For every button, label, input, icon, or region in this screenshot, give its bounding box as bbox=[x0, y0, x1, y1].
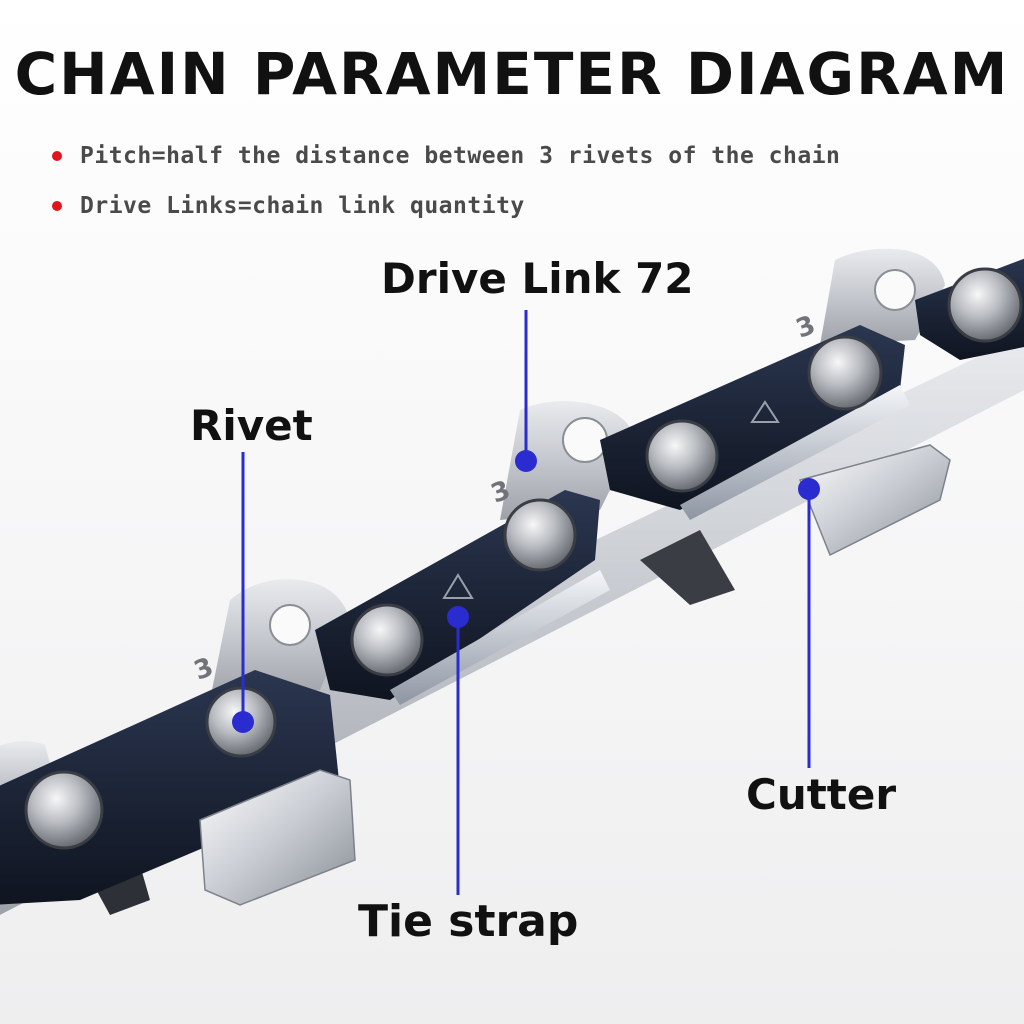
drive-link-plates bbox=[0, 248, 945, 818]
bullet-drive-links: Drive Links=chain link quantity bbox=[52, 193, 525, 219]
label-cutter: Cutter bbox=[746, 770, 897, 819]
bullet-dot bbox=[52, 201, 62, 211]
callout-dot-cutter bbox=[798, 478, 820, 500]
callout-dot-tie-strap bbox=[447, 606, 469, 628]
callout-dot-rivet bbox=[232, 711, 254, 733]
label-drive-link: Drive Link 72 bbox=[381, 254, 694, 303]
direction-triangle bbox=[442, 573, 474, 599]
direction-triangle bbox=[750, 400, 780, 423]
link-mark-3: 3 bbox=[792, 310, 819, 344]
bullet-drive-links-text: Drive Links=chain link quantity bbox=[80, 193, 525, 219]
link-mark-3: 3 bbox=[190, 652, 217, 686]
callouts bbox=[232, 310, 820, 895]
diagram-title: CHAIN PARAMETER DIAGRAM bbox=[14, 40, 1010, 108]
bullet-pitch: Pitch=half the distance between 3 rivets… bbox=[52, 143, 840, 169]
label-rivet: Rivet bbox=[190, 401, 313, 450]
cutters bbox=[199, 444, 951, 906]
bullet-pitch-text: Pitch=half the distance between 3 rivets… bbox=[80, 143, 841, 169]
bullet-dot bbox=[52, 151, 62, 161]
depth-gauge bbox=[640, 530, 735, 605]
label-tie-strap: Tie strap bbox=[358, 896, 579, 947]
callout-dot-drive-link bbox=[515, 450, 537, 472]
